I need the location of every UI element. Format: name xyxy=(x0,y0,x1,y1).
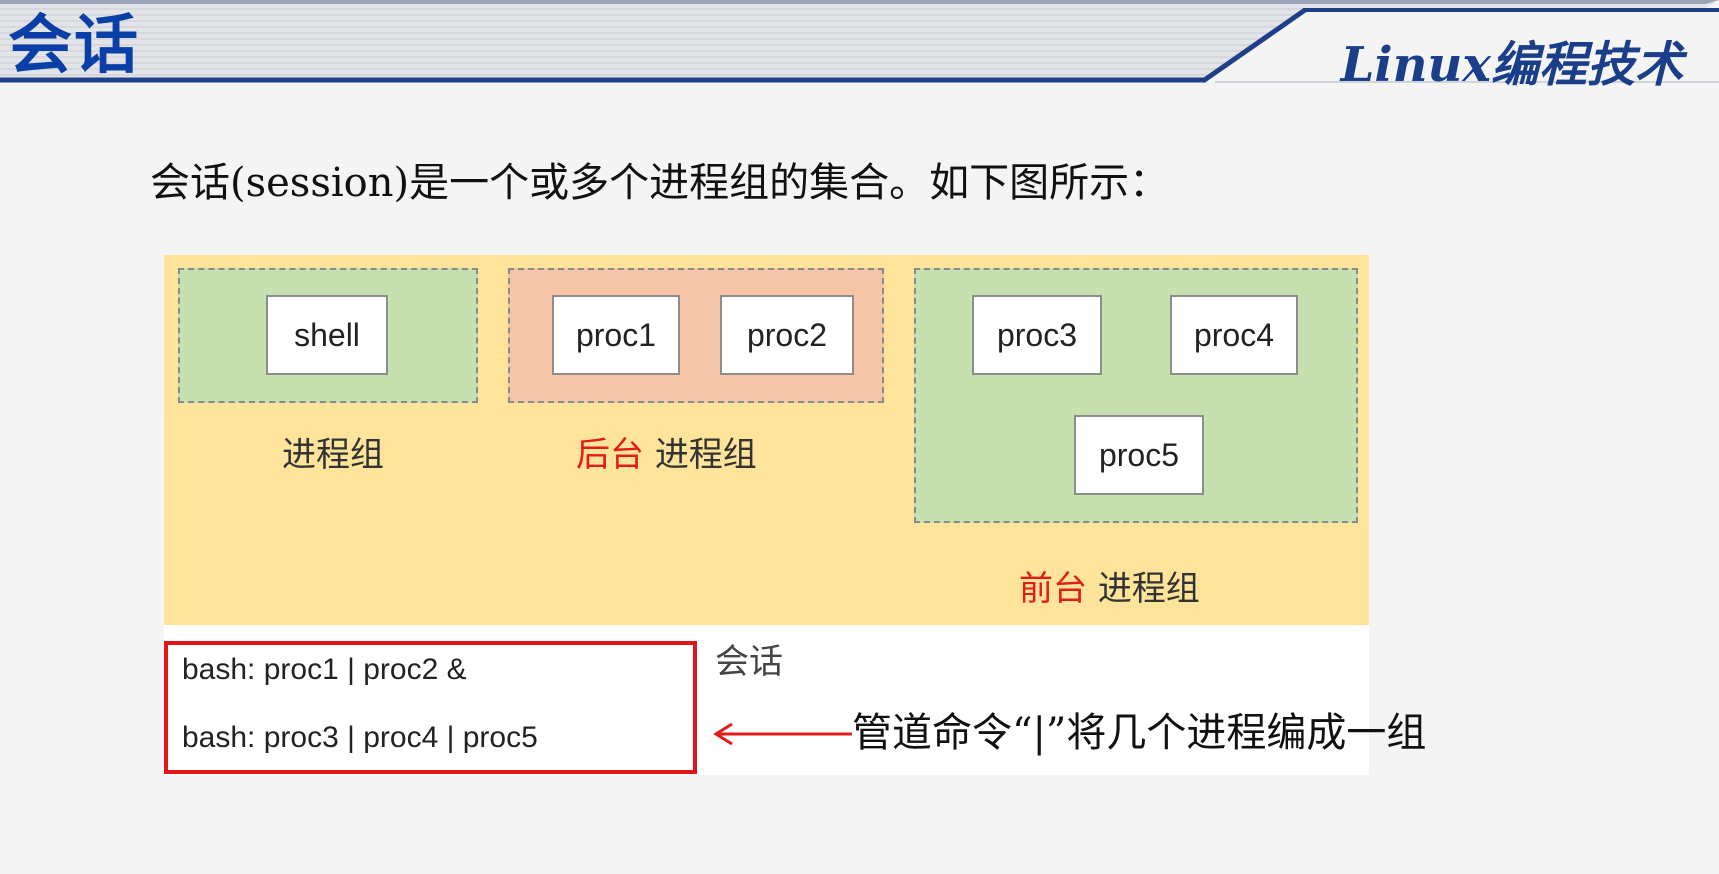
header-banner xyxy=(0,0,1719,84)
process-group-background: proc1 proc2 xyxy=(508,268,884,403)
process-box-proc1: proc1 xyxy=(552,295,680,375)
intro-text: 会话(session)是一个或多个进程组的集合。如下图所示： xyxy=(150,160,1170,206)
command-line-2: bash: proc3 | proc4 | proc5 xyxy=(182,721,538,754)
group-label-text: 进程组 xyxy=(654,435,757,475)
group-label-text: 进程组 xyxy=(282,435,384,475)
process-box-proc3: proc3 xyxy=(972,295,1102,375)
slide-title: 会话 xyxy=(8,8,140,83)
group-label-1: 进程组 xyxy=(282,433,384,477)
pipe-note: 管道命令“|”将几个进程编成一组 xyxy=(852,710,1427,756)
process-group-foreground: proc3 proc4 proc5 xyxy=(914,268,1358,523)
group-label-3: 前台 进程组 xyxy=(1019,567,1200,611)
process-group-shell: shell xyxy=(178,268,478,403)
session-label: 会话 xyxy=(715,642,783,682)
group-label-prefix: 前台 xyxy=(1019,569,1087,609)
command-box: bash: proc1 | proc2 & bash: proc3 | proc… xyxy=(164,641,697,774)
group-label-prefix: 后台 xyxy=(576,435,644,475)
session-diagram: shell 进程组 proc1 proc2 后台 进程组 proc3 proc4… xyxy=(164,255,1369,625)
process-box-proc2: proc2 xyxy=(720,295,854,375)
course-title: Linux编程技术 xyxy=(1340,37,1683,93)
slide-header: 会话 Linux编程技术 xyxy=(0,0,1719,100)
command-line-1: bash: proc1 | proc2 & xyxy=(182,653,467,686)
left-arrow-icon xyxy=(713,722,852,746)
group-label-text: 进程组 xyxy=(1097,569,1200,609)
process-box-proc4: proc4 xyxy=(1170,295,1298,375)
process-box-proc5: proc5 xyxy=(1074,415,1204,495)
process-box-shell: shell xyxy=(266,295,388,375)
group-label-2: 后台 进程组 xyxy=(576,433,757,477)
